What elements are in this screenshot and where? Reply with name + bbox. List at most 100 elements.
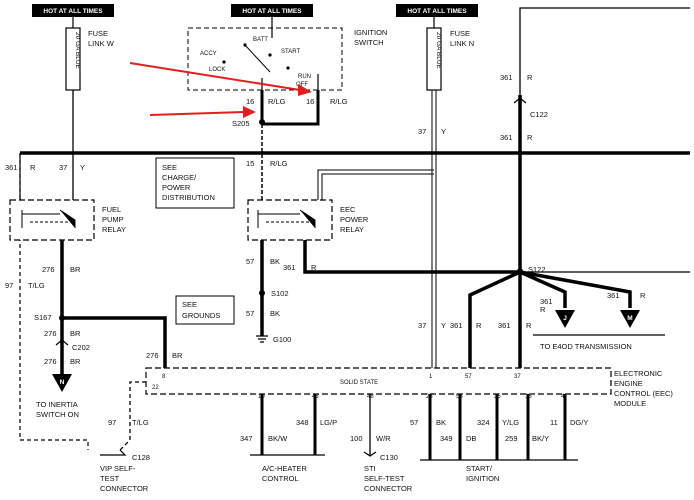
svg-text:BATT: BATT <box>253 37 268 43</box>
svg-text:361: 361 <box>450 321 463 330</box>
connector-c130: C130 <box>363 451 398 462</box>
svg-text:POWER: POWER <box>340 215 369 224</box>
svg-text:R: R <box>527 73 533 82</box>
svg-text:R/LG: R/LG <box>330 97 348 106</box>
svg-text:RELAY: RELAY <box>102 225 126 234</box>
svg-text:HOT AT ALL TIMES: HOT AT ALL TIMES <box>242 8 302 15</box>
svg-text:BR: BR <box>172 351 183 360</box>
svg-text:STI: STI <box>364 464 376 473</box>
connector-c202: C202 <box>55 339 90 352</box>
svg-text:20 GA BLUE: 20 GA BLUE <box>435 32 442 70</box>
svg-text:361: 361 <box>540 297 553 306</box>
svg-text:97: 97 <box>108 418 116 427</box>
svg-text:DG/Y: DG/Y <box>570 418 588 427</box>
svg-text:CHARGE/: CHARGE/ <box>162 173 197 182</box>
svg-text:HOT AT ALL TIMES: HOT AT ALL TIMES <box>407 8 467 15</box>
svg-text:4: 4 <box>561 394 565 400</box>
svg-text:OFF: OFF <box>296 82 308 88</box>
svg-text:START/: START/ <box>466 464 493 473</box>
svg-text:A/C-HEATER: A/C-HEATER <box>262 464 307 473</box>
svg-text:15: 15 <box>246 159 254 168</box>
red-arrow-lower <box>149 106 256 118</box>
svg-text:ACCY: ACCY <box>200 51 217 57</box>
svg-text:BK: BK <box>270 257 280 266</box>
svg-text:GROUNDS: GROUNDS <box>182 311 220 320</box>
svg-text:361: 361 <box>283 263 296 272</box>
svg-text:BR: BR <box>70 357 81 366</box>
svg-text:BK: BK <box>436 418 446 427</box>
svg-text:R: R <box>527 133 533 142</box>
svg-text:259: 259 <box>505 434 518 443</box>
svg-text:57: 57 <box>246 257 254 266</box>
svg-text:S167: S167 <box>34 313 52 322</box>
svg-text:Y: Y <box>441 321 446 330</box>
svg-text:SOLID STATE: SOLID STATE <box>340 380 378 386</box>
svg-text:SELF-TEST: SELF-TEST <box>364 474 405 483</box>
svg-text:G100: G100 <box>273 335 291 344</box>
svg-text:37: 37 <box>59 163 67 172</box>
marker-n: N <box>52 374 72 392</box>
svg-text:W/R: W/R <box>376 434 391 443</box>
svg-text:T/LG: T/LG <box>28 281 45 290</box>
svg-text:276: 276 <box>44 329 57 338</box>
svg-text:HOT AT ALL TIMES: HOT AT ALL TIMES <box>43 8 103 15</box>
svg-text:37: 37 <box>418 321 426 330</box>
svg-text:BK: BK <box>270 309 280 318</box>
svg-text:SWITCH ON: SWITCH ON <box>36 410 79 419</box>
svg-text:VIP SELF-: VIP SELF- <box>100 464 136 473</box>
svg-text:11: 11 <box>550 418 558 427</box>
svg-text:R/LG: R/LG <box>268 97 286 106</box>
svg-text:START: START <box>281 49 300 55</box>
fuse-link-w: 20 GA BLUE FUSE LINK W <box>65 17 115 200</box>
svg-text:SEE: SEE <box>182 300 197 309</box>
svg-text:97: 97 <box>5 281 13 290</box>
svg-text:CONNECTOR: CONNECTOR <box>100 484 149 493</box>
svg-text:37: 37 <box>514 374 521 380</box>
svg-text:20 GA BLUE: 20 GA BLUE <box>74 32 81 70</box>
svg-text:FUSE: FUSE <box>88 29 108 38</box>
ground-g100: G100 <box>256 335 291 344</box>
svg-text:ELECTRONIC: ELECTRONIC <box>614 369 663 378</box>
svg-text:S102: S102 <box>271 289 289 298</box>
svg-text:LINK W: LINK W <box>88 39 115 48</box>
svg-text:48: 48 <box>367 394 374 400</box>
svg-text:R/LG: R/LG <box>270 159 288 168</box>
eec-module: SOLID STATE ELECTRONIC ENGINE CONTROL (E… <box>145 367 673 408</box>
svg-text:8: 8 <box>162 374 166 380</box>
see-grounds-box: SEE GROUNDS <box>175 295 235 325</box>
svg-text:349: 349 <box>440 434 453 443</box>
svg-text:T/LG: T/LG <box>132 418 149 427</box>
svg-text:BK/W: BK/W <box>268 434 288 443</box>
svg-text:FUSE: FUSE <box>450 29 470 38</box>
splice-s102: S102 <box>259 289 289 298</box>
fuel-pump-relay: FUEL PUMP RELAY <box>9 153 126 241</box>
eec-power-relay: EEC POWER RELAY <box>247 199 369 241</box>
svg-text:276: 276 <box>146 351 159 360</box>
svg-text:Y: Y <box>80 163 85 172</box>
svg-text:R: R <box>311 263 317 272</box>
svg-text:100: 100 <box>350 434 363 443</box>
svg-text:ENGINE: ENGINE <box>614 379 643 388</box>
svg-text:57: 57 <box>465 374 472 380</box>
connector-c128: C128 <box>100 449 150 462</box>
svg-text:Y: Y <box>441 127 446 136</box>
svg-text:361: 361 <box>5 163 18 172</box>
svg-text:CONTROL (EEC): CONTROL (EEC) <box>614 389 673 398</box>
svg-text:57: 57 <box>246 309 254 318</box>
svg-text:FUEL: FUEL <box>102 205 121 214</box>
svg-text:Y/LG: Y/LG <box>502 418 519 427</box>
svg-text:PUMP: PUMP <box>102 215 124 224</box>
marker-j: J <box>555 310 575 328</box>
svg-text:BR: BR <box>70 265 81 274</box>
header-hot-1: HOT AT ALL TIMES <box>32 4 114 17</box>
svg-text:361: 361 <box>607 291 620 300</box>
fuse-link-n: 20 GA BLUE FUSE LINK N <box>426 17 474 91</box>
svg-text:IGNITION: IGNITION <box>466 474 499 483</box>
svg-text:361: 361 <box>500 73 513 82</box>
svg-text:RELAY: RELAY <box>340 225 364 234</box>
svg-text:LOCK: LOCK <box>209 67 225 73</box>
svg-text:LINK N: LINK N <box>450 39 474 48</box>
svg-text:57: 57 <box>410 418 418 427</box>
